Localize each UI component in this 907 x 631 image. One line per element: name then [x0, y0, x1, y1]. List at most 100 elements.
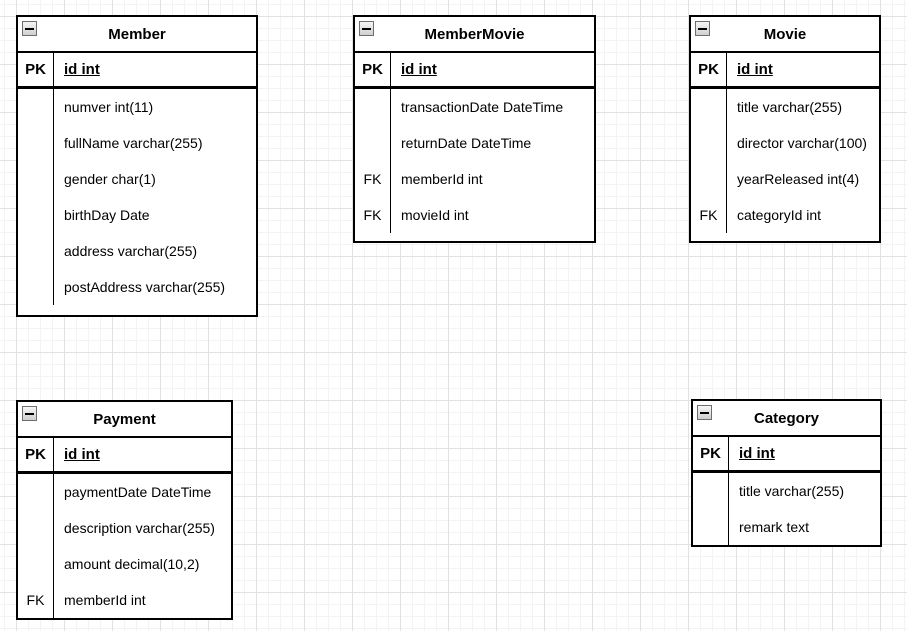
pk-label: PK — [18, 438, 54, 471]
entity-header[interactable]: Category — [693, 401, 880, 437]
pk-field-label: id int — [739, 445, 775, 462]
fk-label — [18, 125, 54, 161]
entity-payment[interactable]: Payment PK id int paymentDate DateTime de… — [16, 400, 233, 620]
fk-label — [18, 197, 54, 233]
attribute-label: postAddress varchar(255) — [64, 279, 226, 295]
attribute-label: numver int(11) — [64, 99, 154, 115]
attribute-row[interactable]: fullName varchar(255) — [18, 125, 256, 161]
entity-header[interactable]: Member — [18, 17, 256, 53]
entity-title: Movie — [763, 25, 807, 43]
pk-label: PK — [355, 53, 391, 86]
pk-field-label: id int — [401, 61, 437, 78]
attribute-label: amount decimal(10,2) — [64, 556, 200, 572]
fk-label — [355, 125, 391, 161]
attribute-label: description varchar(255) — [64, 520, 215, 536]
attribute-row[interactable]: returnDate DateTime — [355, 125, 594, 161]
attribute-label: director varchar(100) — [737, 135, 867, 151]
attribute-row[interactable]: FK memberId int — [355, 161, 594, 197]
attribute-row[interactable]: FK memberId int — [18, 582, 231, 618]
fk-label — [691, 89, 727, 125]
pk-field-label: id int — [64, 61, 100, 78]
primary-key-row[interactable]: PK id int — [18, 438, 231, 474]
entity-bottom-spacer — [355, 233, 594, 241]
fk-label — [355, 89, 391, 125]
attribute-row[interactable]: gender char(1) — [18, 161, 256, 197]
attribute-row[interactable]: yearReleased int(4) — [691, 161, 879, 197]
attribute-label: transactionDate DateTime — [401, 99, 564, 115]
collapse-icon[interactable] — [359, 21, 374, 36]
fk-label — [18, 233, 54, 269]
collapse-icon[interactable] — [22, 406, 37, 421]
entity-movie[interactable]: Movie PK id int title varchar(255) direct… — [689, 15, 881, 243]
attribute-label: returnDate DateTime — [401, 135, 532, 151]
attribute-row[interactable]: director varchar(100) — [691, 125, 879, 161]
entity-header[interactable]: MemberMovie — [355, 17, 594, 53]
attribute-row[interactable]: birthDay Date — [18, 197, 256, 233]
pk-label: PK — [693, 437, 729, 470]
pk-field-label: id int — [64, 446, 100, 463]
attribute-label: title varchar(255) — [739, 483, 845, 499]
attribute-label: address varchar(255) — [64, 243, 198, 259]
attribute-label: categoryId int — [737, 207, 822, 223]
attribute-row[interactable]: description varchar(255) — [18, 510, 231, 546]
entity-member[interactable]: Member PK id int numver int(11) fullName … — [16, 15, 258, 317]
pk-label: PK — [691, 53, 727, 86]
fk-label — [18, 546, 54, 582]
entity-header[interactable]: Payment — [18, 402, 231, 438]
minus-glyph — [700, 411, 709, 414]
attribute-row[interactable]: FK movieId int — [355, 197, 594, 233]
attribute-row[interactable]: title varchar(255) — [691, 89, 879, 125]
attribute-row[interactable]: FK categoryId int — [691, 197, 879, 233]
fk-label: FK — [355, 161, 391, 197]
fk-label — [693, 473, 729, 509]
pk-label: PK — [18, 53, 54, 86]
fk-label — [18, 161, 54, 197]
collapse-icon[interactable] — [697, 405, 712, 420]
fk-label — [18, 474, 54, 510]
collapse-icon[interactable] — [22, 21, 37, 36]
fk-label — [693, 509, 729, 545]
attribute-row[interactable]: transactionDate DateTime — [355, 89, 594, 125]
attribute-row[interactable]: address varchar(255) — [18, 233, 256, 269]
minus-glyph — [25, 412, 34, 415]
primary-key-row[interactable]: PK id int — [18, 53, 256, 89]
attribute-label: paymentDate DateTime — [64, 484, 212, 500]
attribute-row[interactable]: remark text — [693, 509, 880, 545]
entity-bottom-spacer — [691, 233, 879, 241]
attribute-row[interactable]: postAddress varchar(255) — [18, 269, 256, 305]
attribute-label: memberId int — [64, 592, 146, 608]
primary-key-row[interactable]: PK id int — [693, 437, 880, 473]
attribute-label: title varchar(255) — [737, 99, 843, 115]
attribute-row[interactable]: numver int(11) — [18, 89, 256, 125]
pk-field-label: id int — [737, 61, 773, 78]
minus-glyph — [362, 27, 371, 30]
primary-key-row[interactable]: PK id int — [355, 53, 594, 89]
entity-membermovie[interactable]: MemberMovie PK id int transactionDate Da… — [353, 15, 596, 243]
fk-label: FK — [18, 582, 54, 618]
attribute-label: remark text — [739, 519, 810, 535]
minus-glyph — [25, 27, 34, 30]
fk-label — [18, 269, 54, 305]
entity-title: Member — [108, 25, 166, 43]
attribute-row[interactable]: paymentDate DateTime — [18, 474, 231, 510]
entity-header[interactable]: Movie — [691, 17, 879, 53]
attribute-label: birthDay Date — [64, 207, 150, 223]
entity-title: Category — [753, 409, 820, 427]
collapse-icon[interactable] — [695, 21, 710, 36]
entity-title: Payment — [93, 410, 156, 428]
fk-label: FK — [691, 197, 727, 233]
attribute-label: gender char(1) — [64, 171, 156, 187]
entity-title: MemberMovie — [424, 25, 525, 43]
attribute-label: movieId int — [401, 207, 469, 223]
entity-category[interactable]: Category PK id int title varchar(255) rem… — [691, 399, 882, 547]
primary-key-row[interactable]: PK id int — [691, 53, 879, 89]
attribute-row[interactable]: amount decimal(10,2) — [18, 546, 231, 582]
attribute-label: fullName varchar(255) — [64, 135, 203, 151]
attribute-label: memberId int — [401, 171, 483, 187]
fk-label: FK — [355, 197, 391, 233]
attribute-row[interactable]: title varchar(255) — [693, 473, 880, 509]
entity-bottom-spacer — [18, 305, 256, 315]
attribute-label: yearReleased int(4) — [737, 171, 860, 187]
fk-label — [18, 89, 54, 125]
